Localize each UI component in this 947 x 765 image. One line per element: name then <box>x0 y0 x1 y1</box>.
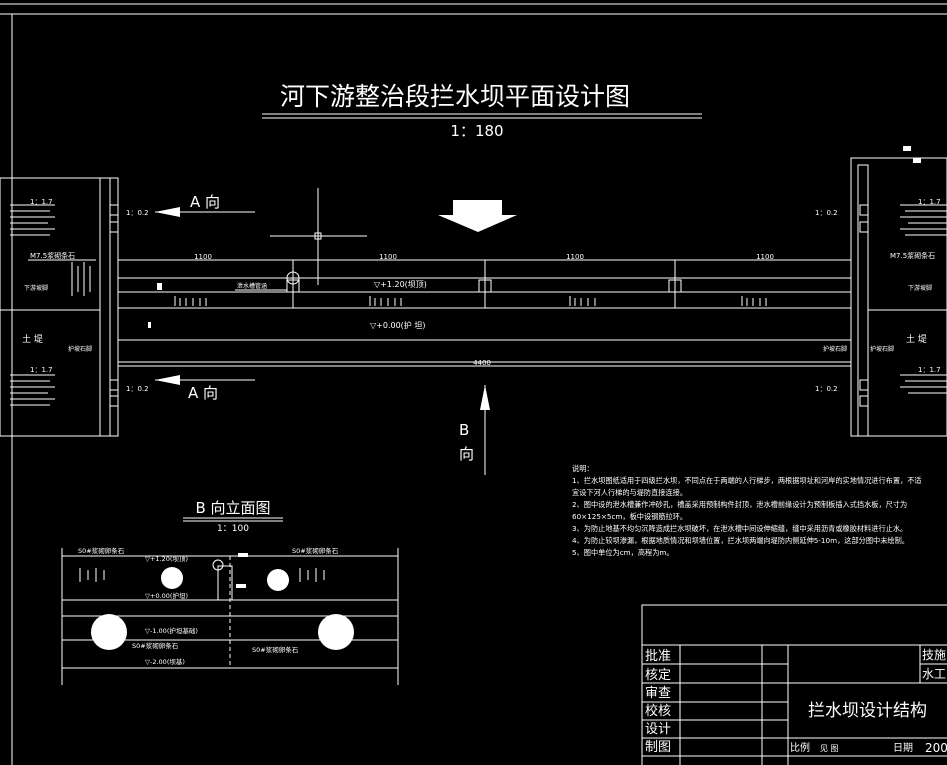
note-item-3: 3、为防止地基不均匀沉降造成拦水坝破坏，在泄水槽中间设伸缩缝，缝中采用沥青或橡胶… <box>572 524 908 533</box>
apron-elevation-label: ▽+0.00(护 坦) <box>370 320 425 330</box>
protect-label-right-2: 护坡石脚 <box>823 345 847 353</box>
crest-elevation-label: ▽+1.20(坝顶) <box>374 280 427 289</box>
segment-label-1: 1100 <box>194 253 212 261</box>
segment-label-3: 1100 <box>566 253 584 261</box>
tb-row-4: 校核 <box>645 703 671 719</box>
levee-label-right: 土 堤 <box>906 333 927 345</box>
title-block <box>641 604 947 765</box>
tb-row-5: 设计 <box>645 722 671 737</box>
notes-heading: 说明： <box>572 464 594 473</box>
elevation-label-6: S0#浆砌卵条石 <box>132 641 179 650</box>
drawing-title: 河下游整治段拦水坝平面设计图 <box>280 82 630 111</box>
slope-label-right-top: 1：1.7 <box>918 198 941 206</box>
masonry-label-right: M7.5浆砌条石 <box>890 251 935 260</box>
segment-label-2: 1100 <box>379 253 397 261</box>
left-abutment <box>0 177 119 437</box>
elevation-label-2: ▽+1.20(坝顶) <box>145 554 188 563</box>
tb-row-3: 审查 <box>645 686 671 701</box>
dam-body <box>118 259 851 363</box>
direction-b-char: 向 <box>459 445 474 463</box>
slope-b-left-bottom: 1：0.2 <box>126 385 149 393</box>
total-length-label: 4400 <box>473 359 491 367</box>
drawing-scale: 1：180 <box>450 122 503 140</box>
tb-row-2: 核定 <box>645 668 671 683</box>
protect-label-left: 护坡石脚 <box>68 345 92 353</box>
elevation-label-7: S0#浆砌卵条石 <box>252 645 299 654</box>
elevation-view <box>61 548 399 685</box>
tb-scale-value: 见 图 <box>820 744 839 753</box>
tb-scale-label: 比例 <box>790 741 810 754</box>
elevation-title: B 向立面图 <box>195 499 270 517</box>
flow-direction-arrow <box>438 200 517 232</box>
slope-b-right-top: 1：0.2 <box>815 209 838 217</box>
elevation-label-1: S0#浆砌卵条石 <box>78 546 125 555</box>
tb-drawing-name: 拦水坝设计结构 <box>808 701 927 721</box>
notes-block: 说明： 1、拦水坝图纸适用于四级拦水坝，不同点在于两端的人行梯步，两根据坝址和河… <box>572 463 922 559</box>
elevation-label-3: S0#浆砌卵条石 <box>292 546 339 555</box>
tb-date-value: 200 <box>925 741 947 755</box>
direction-b-letter: B <box>459 421 469 439</box>
tb-right-top: 技施 <box>922 648 946 662</box>
note-item-2: 2、图中设的泄水槽兼作冲砂孔，槽盖采用预制构件封顶，泄水槽前缘设计为预制板插入式… <box>572 500 908 521</box>
elevation-label-5: ▽-1.00(护坦基础) <box>145 626 198 635</box>
slope-label-left-top: 1：1.7 <box>30 198 53 206</box>
slope-b-right-bottom: 1：0.2 <box>815 385 838 393</box>
toe-label-left: 下游坡脚 <box>24 284 48 292</box>
direction-a-top: A 向 <box>190 193 220 211</box>
slope-label-left-bottom: 1：1.7 <box>30 366 53 374</box>
right-abutment <box>850 146 947 437</box>
elevation-scale: 1：100 <box>217 524 249 534</box>
note-item-5: 5、图中单位为cm，高程为m。 <box>572 548 674 557</box>
tb-right-mid: 水工 <box>922 667 946 681</box>
direction-a-bottom: A 向 <box>188 384 218 402</box>
tb-date-label: 日期 <box>893 742 913 754</box>
tb-row-1: 批准 <box>645 649 671 664</box>
tb-row-6: 制图 <box>645 740 671 755</box>
slope-label-right-bottom: 1：1.7 <box>918 366 941 374</box>
elevation-label-8: ▽-2.00(坝基) <box>145 657 185 666</box>
note-item-4: 4、为防止较坝渗漏，根据地质情况和坝墙位置，拦水坝两端向堤防内侧延伸5-10m，… <box>572 536 909 545</box>
toe-label-right: 下游坡脚 <box>908 284 932 292</box>
protect-label-right: 护坡石脚 <box>870 345 894 353</box>
elevation-label-4: ▽+0.00(护坦) <box>145 591 188 600</box>
note-item-1: 1、拦水坝图纸适用于四级拦水坝，不同点在于两端的人行梯步，两根据坝址和河岸的实地… <box>572 476 922 497</box>
drain-label: 泄水槽管涵 <box>237 282 267 290</box>
masonry-label-left: M7.5浆砌条石 <box>30 251 75 260</box>
segment-label-4: 1100 <box>756 253 774 261</box>
levee-label-left: 土 堤 <box>22 333 43 345</box>
slope-b-left-top: 1：0.2 <box>126 209 149 217</box>
